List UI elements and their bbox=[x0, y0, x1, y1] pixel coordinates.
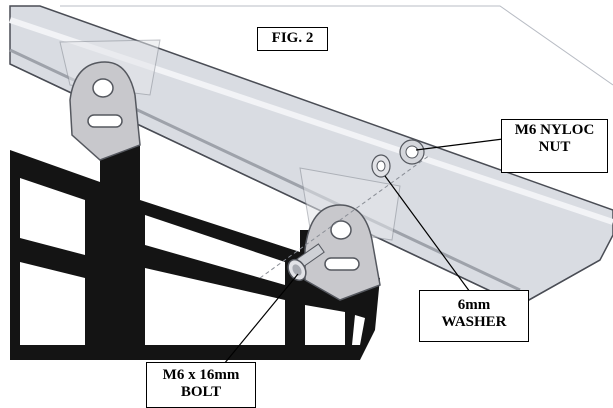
nut-callout-line-1: M6 NYLOC bbox=[514, 122, 595, 138]
nut-leader bbox=[415, 138, 504, 151]
bolt-callout-line-1: M6 x 16mm bbox=[162, 367, 240, 383]
left-bracket bbox=[69, 61, 141, 161]
figure-title-text: FIG. 2 bbox=[271, 30, 314, 46]
washer-callout-line-2: WASHER bbox=[441, 314, 507, 330]
mesh-panel bbox=[10, 140, 380, 360]
bolt-callout: M6 x 16mm BOLT bbox=[146, 362, 256, 408]
right-bracket bbox=[304, 204, 381, 301]
bolt-leader bbox=[223, 273, 299, 365]
leader-lines bbox=[223, 138, 504, 365]
nylon-nut-part bbox=[399, 139, 425, 165]
nut-callout-line-2: NUT bbox=[538, 139, 571, 155]
m6-bolt bbox=[259, 154, 431, 282]
figure-title: FIG. 2 bbox=[257, 27, 328, 51]
nut-callout: M6 NYLOC NUT bbox=[501, 119, 608, 173]
washer-callout: 6mm WASHER bbox=[419, 290, 529, 342]
bolt-callout-line-2: BOLT bbox=[180, 384, 222, 400]
washer-part bbox=[371, 154, 391, 178]
washer-leader bbox=[384, 175, 471, 293]
washer-callout-line-1: 6mm bbox=[457, 297, 491, 313]
